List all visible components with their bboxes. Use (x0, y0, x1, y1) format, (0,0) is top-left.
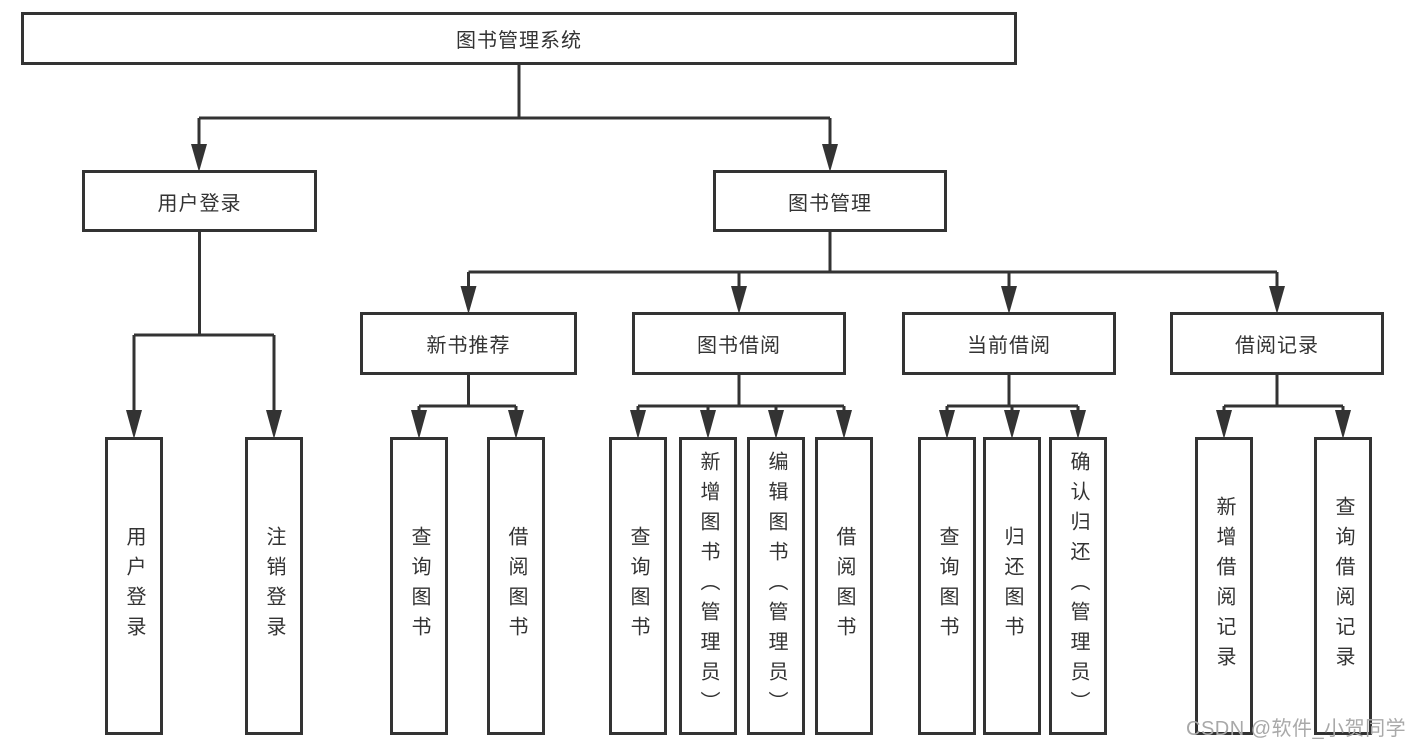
node-book-borrowing: 图书借阅 (632, 312, 846, 375)
leaf-query-books: 查询图书 (918, 437, 976, 735)
leaf-borrow-books: 借阅图书 (487, 437, 545, 735)
connector-user-login-to-leaves (126, 232, 282, 439)
leaf-query-books: 查询图书 (390, 437, 448, 735)
csdn-watermark: CSDN @软件_小贺同学 (1186, 718, 1405, 740)
node-current-borrowing: 当前借阅 (902, 312, 1116, 375)
leaf-add-borrow-record: 新增借阅记录 (1195, 437, 1253, 735)
node-new-book-recommendation: 新书推荐 (360, 312, 577, 375)
leaf-confirm-return-admin: 确认归还（管理员） (1049, 437, 1107, 735)
connector-root-to-level1 (191, 65, 838, 172)
connector-book-borrow-to-leaves (630, 375, 852, 439)
leaf-user-login: 用户登录 (105, 437, 163, 735)
connector-new-book-rec-to-leaves (411, 375, 524, 439)
node-borrowing-records: 借阅记录 (1170, 312, 1384, 375)
node-book-management: 图书管理 (713, 170, 947, 232)
leaf-edit-books-admin: 编辑图书（管理员） (747, 437, 805, 735)
leaf-query-books: 查询图书 (609, 437, 667, 735)
connector-borrow-record-to-leaves (1216, 375, 1351, 439)
leaf-borrow-books: 借阅图书 (815, 437, 873, 735)
node-library-management-system: 图书管理系统 (21, 12, 1017, 65)
connector-current-borrow-to-leaves (939, 375, 1086, 439)
leaf-add-books-admin: 新增图书（管理员） (679, 437, 737, 735)
connector-book-mgmt-to-level2 (460, 232, 1285, 314)
leaf-return-books: 归还图书 (983, 437, 1041, 735)
leaf-logout: 注销登录 (245, 437, 303, 735)
node-user-login: 用户登录 (82, 170, 317, 232)
leaf-query-borrow-record: 查询借阅记录 (1314, 437, 1372, 735)
